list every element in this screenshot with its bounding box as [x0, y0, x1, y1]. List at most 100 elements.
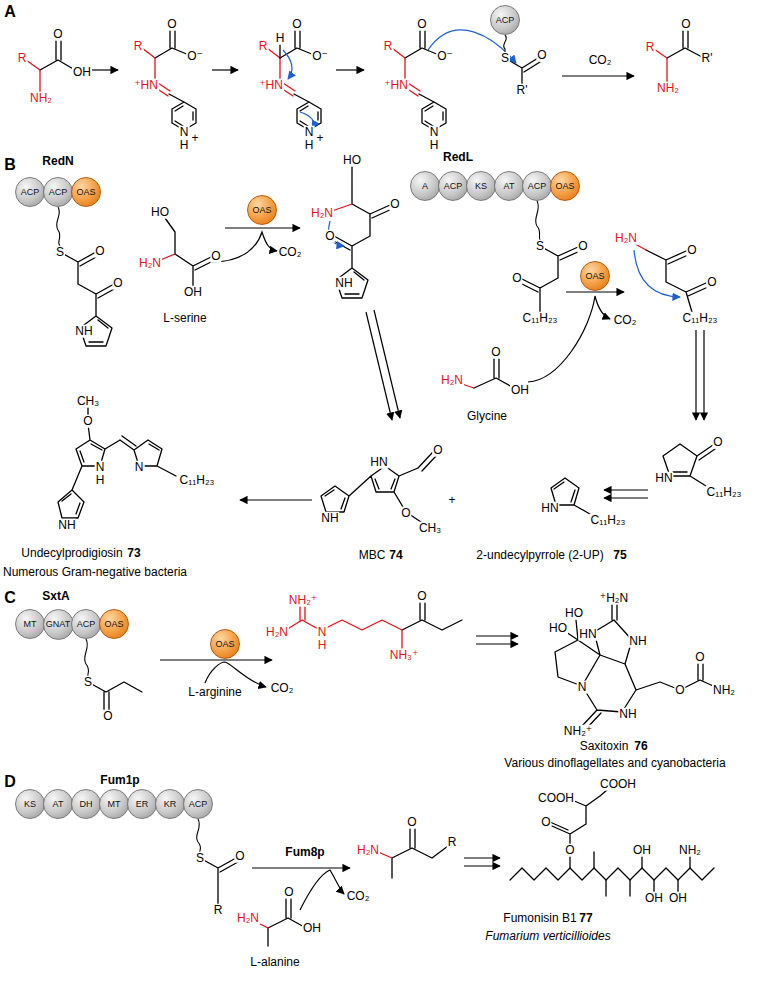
atom-label: R — [645, 41, 656, 54]
atom-label: ⁺HN — [133, 79, 159, 92]
domain-circle: AT — [43, 789, 73, 819]
text-label: R — [447, 836, 458, 849]
text-label: CO₂ — [346, 890, 371, 903]
atom-label: H₂N — [265, 626, 289, 639]
domain-name: OAS — [252, 206, 271, 215]
text-label: C₁₁H₂₃ — [522, 312, 559, 325]
text-label: 2-undecylpyrrole (2-UP) — [475, 549, 604, 562]
drawing-stroke — [85, 639, 89, 676]
text-label: N — [577, 681, 588, 694]
text-label: S — [83, 676, 93, 689]
drawing-stroke — [505, 58, 540, 84]
text-label: NH₂ — [712, 684, 736, 697]
acp-tethers — [57, 35, 540, 852]
bold-label: 77 — [578, 912, 593, 925]
text-label: NH — [57, 519, 76, 532]
domain-circle: ER — [127, 789, 157, 819]
drawing-stroke — [200, 858, 238, 904]
text-label: N — [134, 461, 145, 474]
text-label: O — [686, 244, 697, 257]
domain-name: ACP — [49, 188, 68, 197]
domain-name: ACP — [444, 182, 463, 191]
text-label: O — [432, 444, 443, 457]
text-label: HN — [369, 456, 388, 469]
domain-name: OAS — [215, 640, 234, 649]
text-label: O — [416, 590, 427, 603]
text-label: O — [536, 49, 547, 62]
drawing-stroke — [634, 250, 680, 297]
drawing-stroke — [268, 898, 306, 946]
text-label: S — [55, 246, 65, 259]
text-label: O — [416, 18, 427, 31]
atom-label: H₂N — [440, 374, 464, 387]
text-label: Various dinoflagellates and cyanobacteri… — [503, 757, 726, 770]
drawing-stroke — [212, 69, 238, 70]
domain-name: DH — [80, 800, 93, 809]
drawing-stroke — [703, 330, 704, 420]
text-label: S — [500, 52, 510, 65]
text-label: OH — [668, 892, 688, 905]
text-label: N — [95, 461, 106, 474]
text-label: O — [324, 230, 335, 243]
atom-label: R — [383, 40, 394, 53]
drawing-stroke — [60, 252, 116, 346]
domain-circle: AT — [494, 171, 524, 201]
text-label: O — [540, 816, 551, 829]
domain-name: GNAT — [46, 620, 70, 629]
drawing-stroke — [160, 659, 272, 660]
text-label: CO₂ — [588, 54, 613, 67]
atom-label: N — [317, 626, 328, 639]
text-label: O — [389, 198, 400, 211]
domain-name: OAS — [585, 272, 604, 281]
text-label: OH — [183, 286, 203, 299]
text-label: L-arginine — [187, 686, 242, 699]
domain-circle: A — [410, 171, 440, 201]
domain-circle: ACP — [438, 171, 468, 201]
drawing-stroke — [252, 867, 350, 868]
text-label: CH₃ — [418, 522, 442, 535]
drawing-stroke — [536, 201, 540, 240]
drawing-stroke — [604, 489, 648, 490]
atom-label: H₂N — [138, 257, 162, 270]
text-label: N — [179, 126, 190, 139]
drawing-stroke — [88, 682, 142, 710]
panel-letter: A — [3, 4, 17, 21]
drawing-stroke — [504, 35, 507, 52]
domain-circle: MT — [99, 789, 129, 819]
text-label: H — [429, 139, 440, 152]
text-label: L-alanine — [249, 956, 300, 969]
drawing-stroke — [374, 310, 400, 418]
text-label: H — [275, 32, 286, 45]
drawing-stroke — [286, 606, 402, 648]
electron-arrows — [283, 30, 680, 297]
domain-circle: ACP — [43, 177, 73, 207]
domain-name: AT — [504, 182, 515, 191]
text-label: HO — [342, 154, 362, 167]
text-label: O — [52, 28, 63, 41]
bold-label: 74 — [388, 549, 403, 562]
text-label: O — [694, 651, 705, 664]
text-label: Saxitoxin — [579, 740, 630, 753]
text-label: R' — [701, 52, 714, 65]
text-label: O — [490, 346, 501, 359]
text-label: O — [400, 507, 411, 520]
text-label: NH — [618, 708, 637, 721]
drawing-stroke — [392, 828, 448, 878]
text-label: NH — [628, 635, 647, 648]
text-label: O — [712, 436, 723, 449]
domain-circle: GNAT — [43, 609, 74, 640]
domain-circle: KR — [155, 789, 185, 819]
text-label: L-serine — [162, 312, 207, 325]
atom-label: H — [317, 639, 328, 652]
structure-bonds — [40, 30, 722, 946]
domain-circle: KS — [15, 789, 45, 819]
drawing-stroke — [57, 207, 60, 246]
text-label: O — [82, 415, 93, 428]
atom-label: NH₃⁺ — [389, 649, 420, 662]
text-label: Undecylprodigiosin — [20, 547, 123, 560]
text-label: O — [680, 18, 691, 31]
domain-circle: DH — [71, 789, 101, 819]
domain-name: KS — [475, 182, 487, 191]
drawing-stroke — [555, 604, 722, 729]
